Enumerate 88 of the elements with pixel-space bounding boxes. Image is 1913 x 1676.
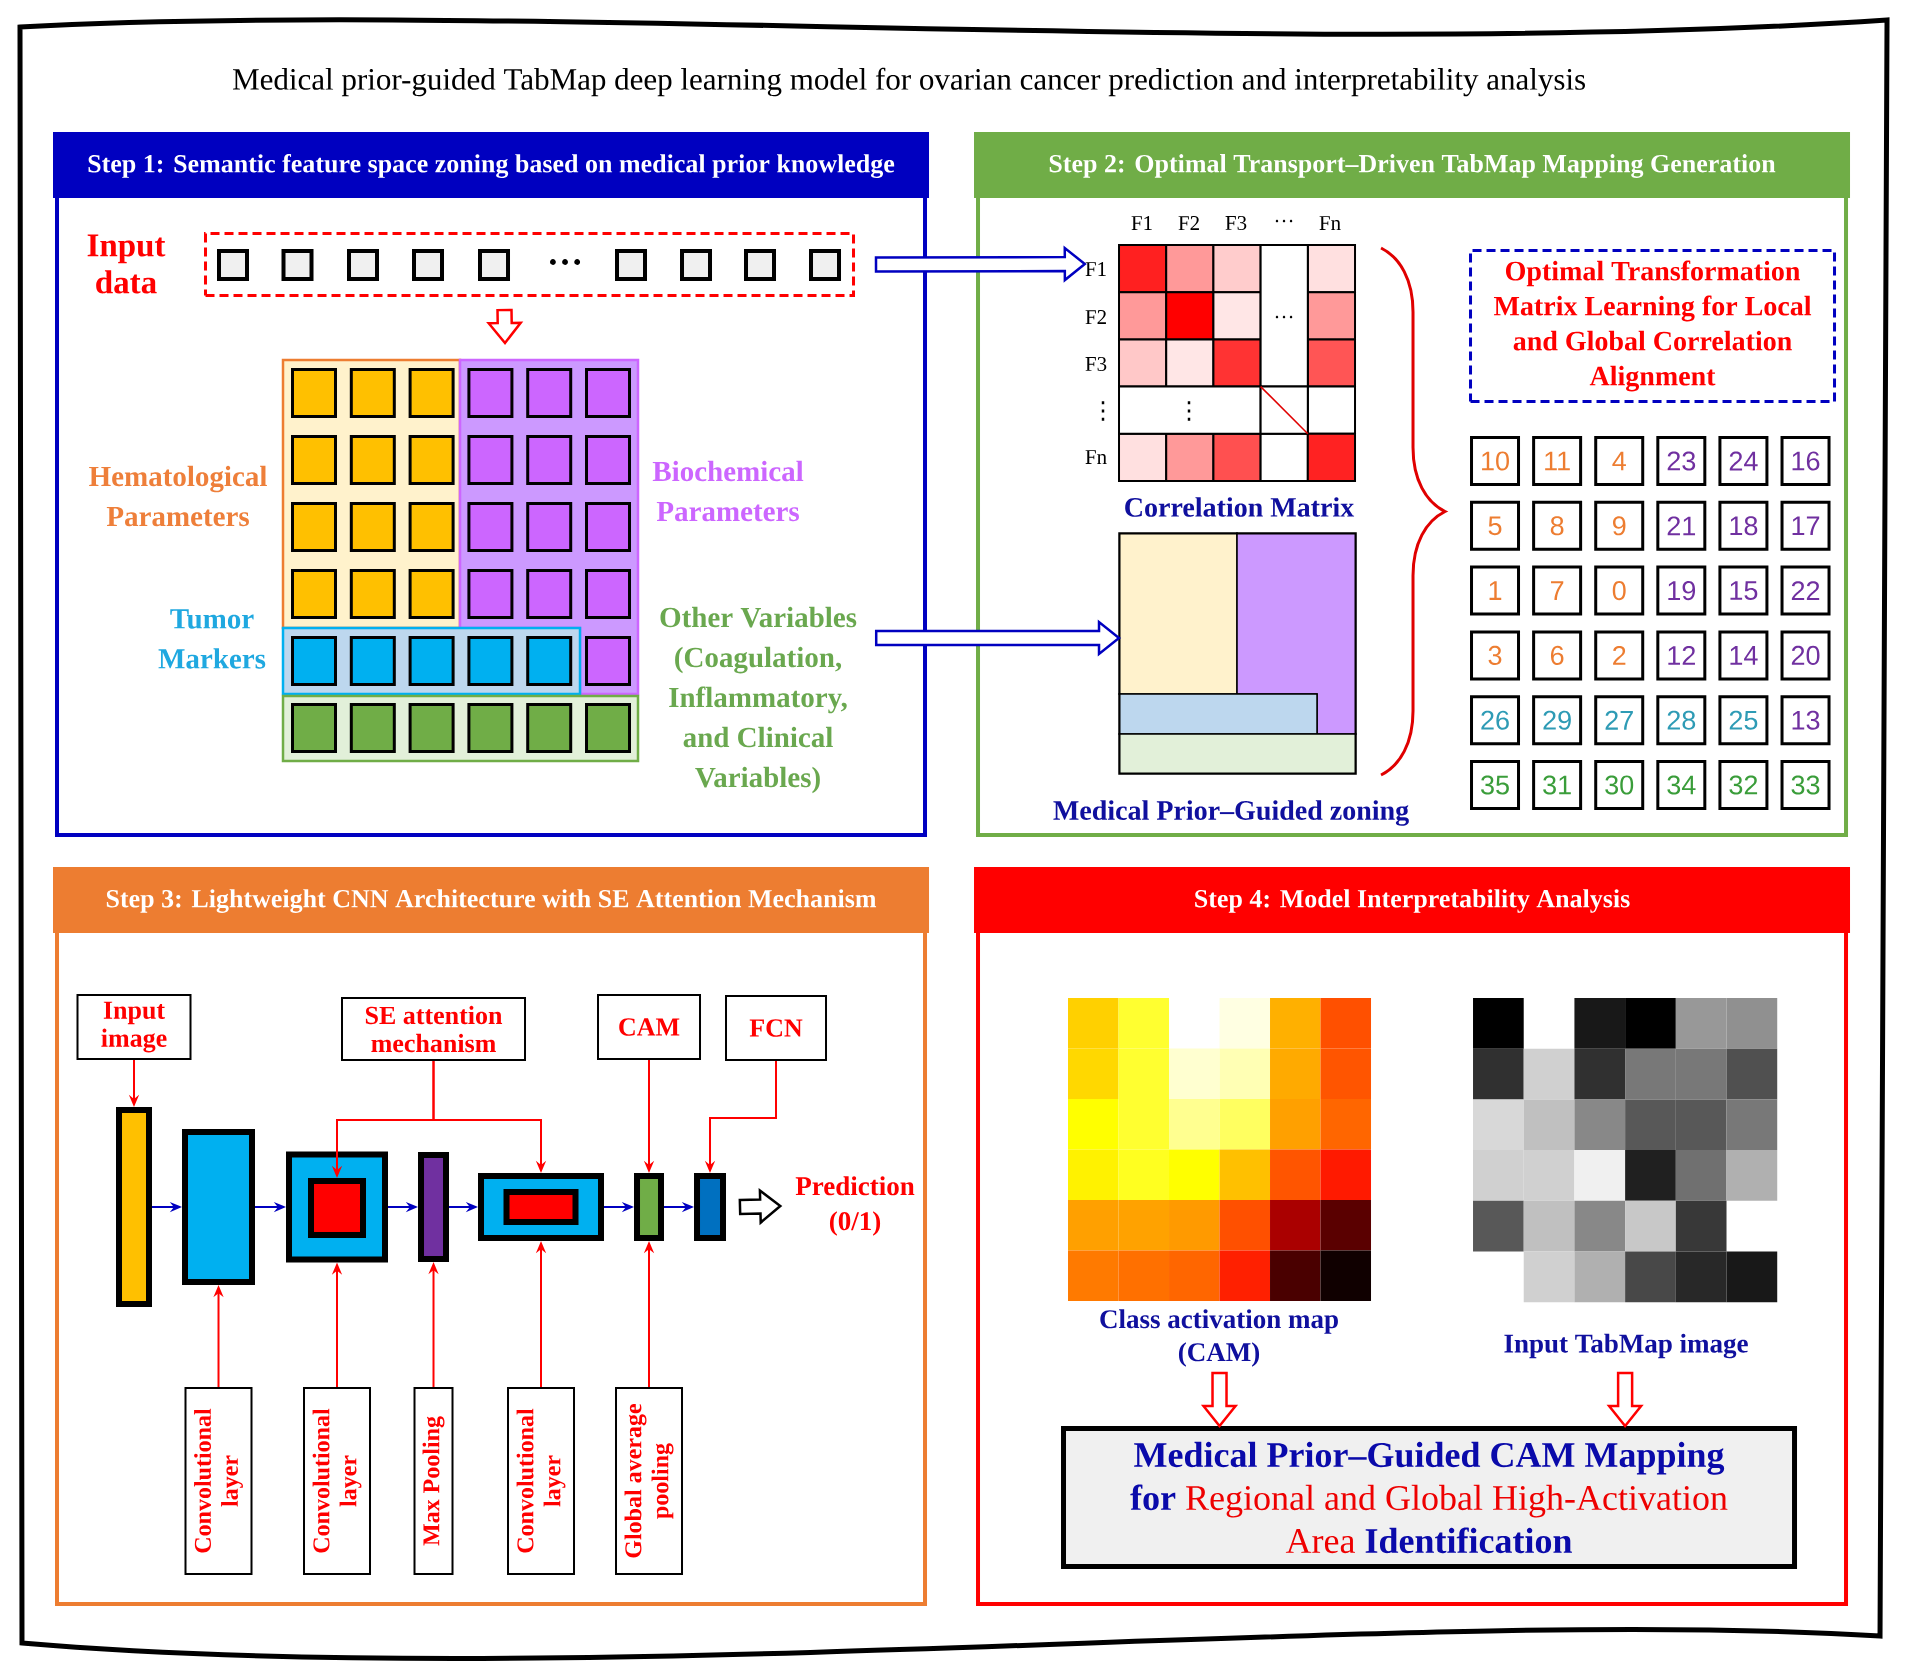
input-label: Input data (87, 234, 166, 294)
label-box: CAM (597, 994, 701, 1060)
label-box: SE attention mechanism (341, 997, 526, 1061)
zone-label: Biochemical Parameters (652, 460, 804, 522)
number-cell: 15 (1718, 565, 1769, 616)
number-cell: 9 (1594, 500, 1645, 551)
conv-layer-block (182, 1129, 255, 1285)
number-cell: 7 (1532, 565, 1583, 616)
number-cell: 35 (1470, 760, 1520, 810)
vertical-ellipsis: ⋮ (1187, 401, 1191, 421)
column-label: Fn (1319, 216, 1341, 230)
number-cell: 8 (1532, 500, 1583, 551)
block-arrow (874, 245, 1087, 283)
block-arrow (486, 308, 524, 345)
number-cell: 19 (1656, 565, 1707, 616)
block-arrow (738, 1187, 783, 1226)
label-box: Global average pooling (615, 1387, 683, 1575)
column-label: F3 (1225, 215, 1247, 231)
number-cell: 24 (1718, 436, 1769, 486)
pooling-layer-bar (634, 1173, 664, 1241)
picture-caption: Input TabMap image (1504, 1333, 1748, 1359)
label-box: Input image (76, 994, 192, 1060)
panel-header: Step 2: Optimal Transport–Driven TabMap Mapping Generation (974, 132, 1851, 198)
number-cell: 17 (1780, 500, 1831, 551)
number-cell: 32 (1718, 760, 1769, 810)
vertical-ellipsis: ⋮ (1101, 401, 1105, 421)
number-cell: 34 (1656, 760, 1707, 810)
number-cell: 2 (1594, 630, 1645, 681)
label-box: Convolutional layer (303, 1387, 371, 1575)
number-cell: 3 (1470, 630, 1520, 681)
ellipsis: … (1275, 219, 1293, 223)
number-cell: 1 (1470, 565, 1520, 616)
number-cell: 25 (1718, 695, 1769, 746)
zone-label: Hematological Parameters (89, 465, 267, 527)
pooling-layer-bar (418, 1152, 449, 1262)
number-cell: 31 (1532, 760, 1583, 810)
matrix-caption: Correlation Matrix (1125, 497, 1355, 517)
number-cell: 12 (1656, 630, 1707, 681)
note-box: Optimal Transformation Matrix Learning for Local and Global Correlation Alignment (1469, 249, 1836, 403)
number-cell: 13 (1780, 695, 1831, 746)
number-cell: 5 (1470, 500, 1520, 551)
result-box: Medical Prior–Guided CAM Mapping for Regional and Global High-Activation Area Identification (1061, 1426, 1798, 1569)
block-arrow (1200, 1371, 1239, 1429)
block-arrow (1606, 1371, 1644, 1429)
column-label: F1 (1131, 216, 1152, 230)
dense-layer-bar (694, 1173, 726, 1241)
input-layer-bar (116, 1107, 152, 1307)
zoning-caption: Medical Prior–Guided zoning (1053, 800, 1409, 826)
number-cell: 16 (1780, 436, 1831, 486)
prediction-label: Prediction (0/1) (795, 1176, 915, 1236)
number-cell: 30 (1594, 760, 1645, 810)
number-cell: 33 (1780, 760, 1831, 810)
diagram-title: Medical prior-guided TabMap deep learning model for ovarian cancer prediction and interpretability analysis (233, 67, 1585, 97)
number-cell: 0 (1594, 565, 1645, 616)
panel-header: Step 1: Semantic feature space zoning based on medical prior knowledge (53, 132, 929, 198)
number-cell: 18 (1718, 500, 1769, 551)
number-cell: 23 (1656, 436, 1707, 486)
row-label: Fn (1085, 450, 1107, 464)
picture-caption: Class activation map (CAM) (1100, 1309, 1338, 1367)
number-cell: 26 (1470, 695, 1520, 746)
number-cell: 21 (1656, 500, 1707, 551)
column-label: F2 (1178, 216, 1199, 230)
label-box: Convolutional layer (184, 1387, 253, 1575)
zone-label: Tumor Markers (158, 609, 266, 669)
block-arrow (874, 619, 1121, 657)
label-box: Convolutional layer (507, 1387, 575, 1575)
inner-block (503, 1189, 579, 1225)
number-cell: 14 (1718, 630, 1769, 681)
number-cell: 27 (1594, 695, 1645, 746)
label-box: FCN (725, 995, 827, 1061)
number-cell: 20 (1780, 630, 1831, 681)
inner-block (308, 1178, 366, 1238)
number-cell: 6 (1532, 630, 1583, 681)
row-label: F3 (1085, 356, 1107, 372)
panel-header: Step 3: Lightweight CNN Architecture with SE Attention Mechanism (53, 867, 929, 933)
number-cell: 11 (1532, 436, 1583, 486)
number-cell: 28 (1656, 695, 1707, 746)
number-cell: 10 (1470, 436, 1520, 486)
ellipsis: … (1275, 315, 1293, 319)
number-cell: 29 (1532, 695, 1583, 746)
number-cell: 4 (1594, 436, 1645, 486)
zone-label: Other Variables (Coagulation, Inflammatory, and Clinical Variables) (660, 606, 857, 794)
panel-header: Step 4: Model Interpretability Analysis (974, 867, 1851, 933)
number-cell: 22 (1780, 565, 1831, 616)
label-box: Max Pooling (413, 1387, 454, 1575)
ellipsis: … (550, 259, 581, 265)
row-label: F1 (1085, 262, 1106, 276)
row-label: F2 (1085, 310, 1106, 324)
